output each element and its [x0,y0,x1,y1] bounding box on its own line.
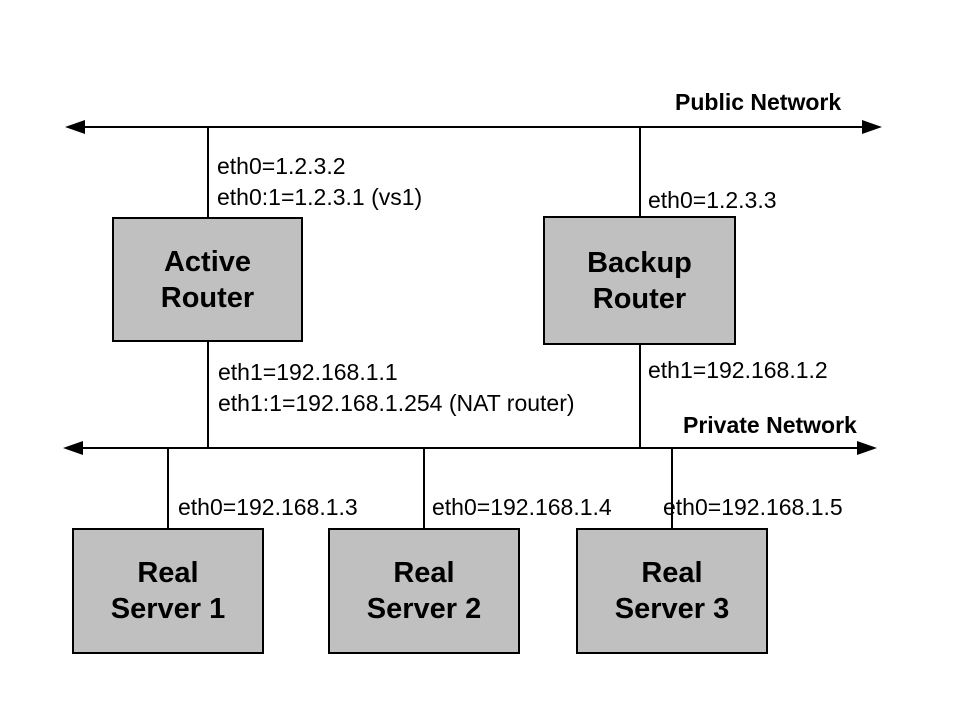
active-router-public-link [207,127,209,217]
real-server-2-box: Real Server 2 [328,528,520,654]
real-server-1-box-label: Real Server 1 [110,557,226,625]
private-network-line [83,447,857,449]
active-router-private-interfaces-label: eth1=192.168.1.1 eth1:1=192.168.1.254 (N… [218,359,575,416]
public-network-arrow-left-icon [65,120,85,134]
real-server-2-interface-label: eth0=192.168.1.4 [432,494,612,520]
private-network-arrow-left-icon [63,441,83,455]
private-network-arrow-right-icon [857,441,877,455]
real-server-3-box-label: Real Server 3 [614,557,730,625]
real-server-1-link [167,448,169,528]
backup-router-public-interfaces-label: eth0=1.2.3.3 [648,187,777,213]
active-router-private-link [207,342,209,448]
real-server-1-interface-label: eth0=192.168.1.3 [178,494,358,520]
public-network-line [85,126,865,128]
private-network-label: Private Network [683,412,857,438]
backup-router-private-link [639,345,641,448]
active-router-box: Active Router [112,217,303,342]
real-server-3-link [671,448,673,528]
backup-router-public-link [639,127,641,216]
public-network-arrow-right-icon [862,120,882,134]
backup-router-private-interfaces-label: eth1=192.168.1.2 [648,357,828,383]
backup-router-box-label: Backup Router [587,246,692,315]
real-server-2-link [423,448,425,528]
real-server-3-interface-label: eth0=192.168.1.5 [663,494,843,520]
real-server-3-box: Real Server 3 [576,528,768,654]
real-server-2-box-label: Real Server 2 [366,557,482,625]
public-network-label: Public Network [675,89,842,115]
backup-router-box: Backup Router [543,216,736,345]
active-router-box-label: Active Router [160,245,255,314]
active-router-public-interfaces-label: eth0=1.2.3.2 eth0:1=1.2.3.1 (vs1) [217,153,423,210]
real-server-1-box: Real Server 1 [72,528,264,654]
